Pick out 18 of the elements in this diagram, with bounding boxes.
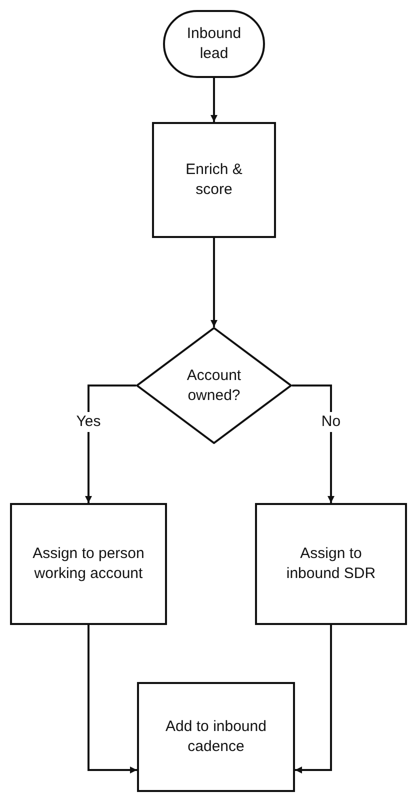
process-box [255,503,407,625]
node-label: Add to inbound cadence [164,717,268,757]
arrow [210,78,218,122]
node-label: Assign to person working account [32,544,146,584]
node-label: Inbound lead [186,24,242,64]
arrow [85,384,136,503]
arrow [292,384,334,503]
edge-label: Yes [74,412,103,432]
process-box [137,682,295,792]
decision-diamond [136,327,292,444]
node-label: Assign to inbound SDR [285,544,377,584]
node-label: Account owned? [186,366,242,406]
process-box [152,122,276,238]
arrow [88,625,137,774]
arrow [210,238,218,327]
node-label: Enrich & score [184,160,244,200]
process-box [10,503,167,625]
arrow [295,625,332,774]
